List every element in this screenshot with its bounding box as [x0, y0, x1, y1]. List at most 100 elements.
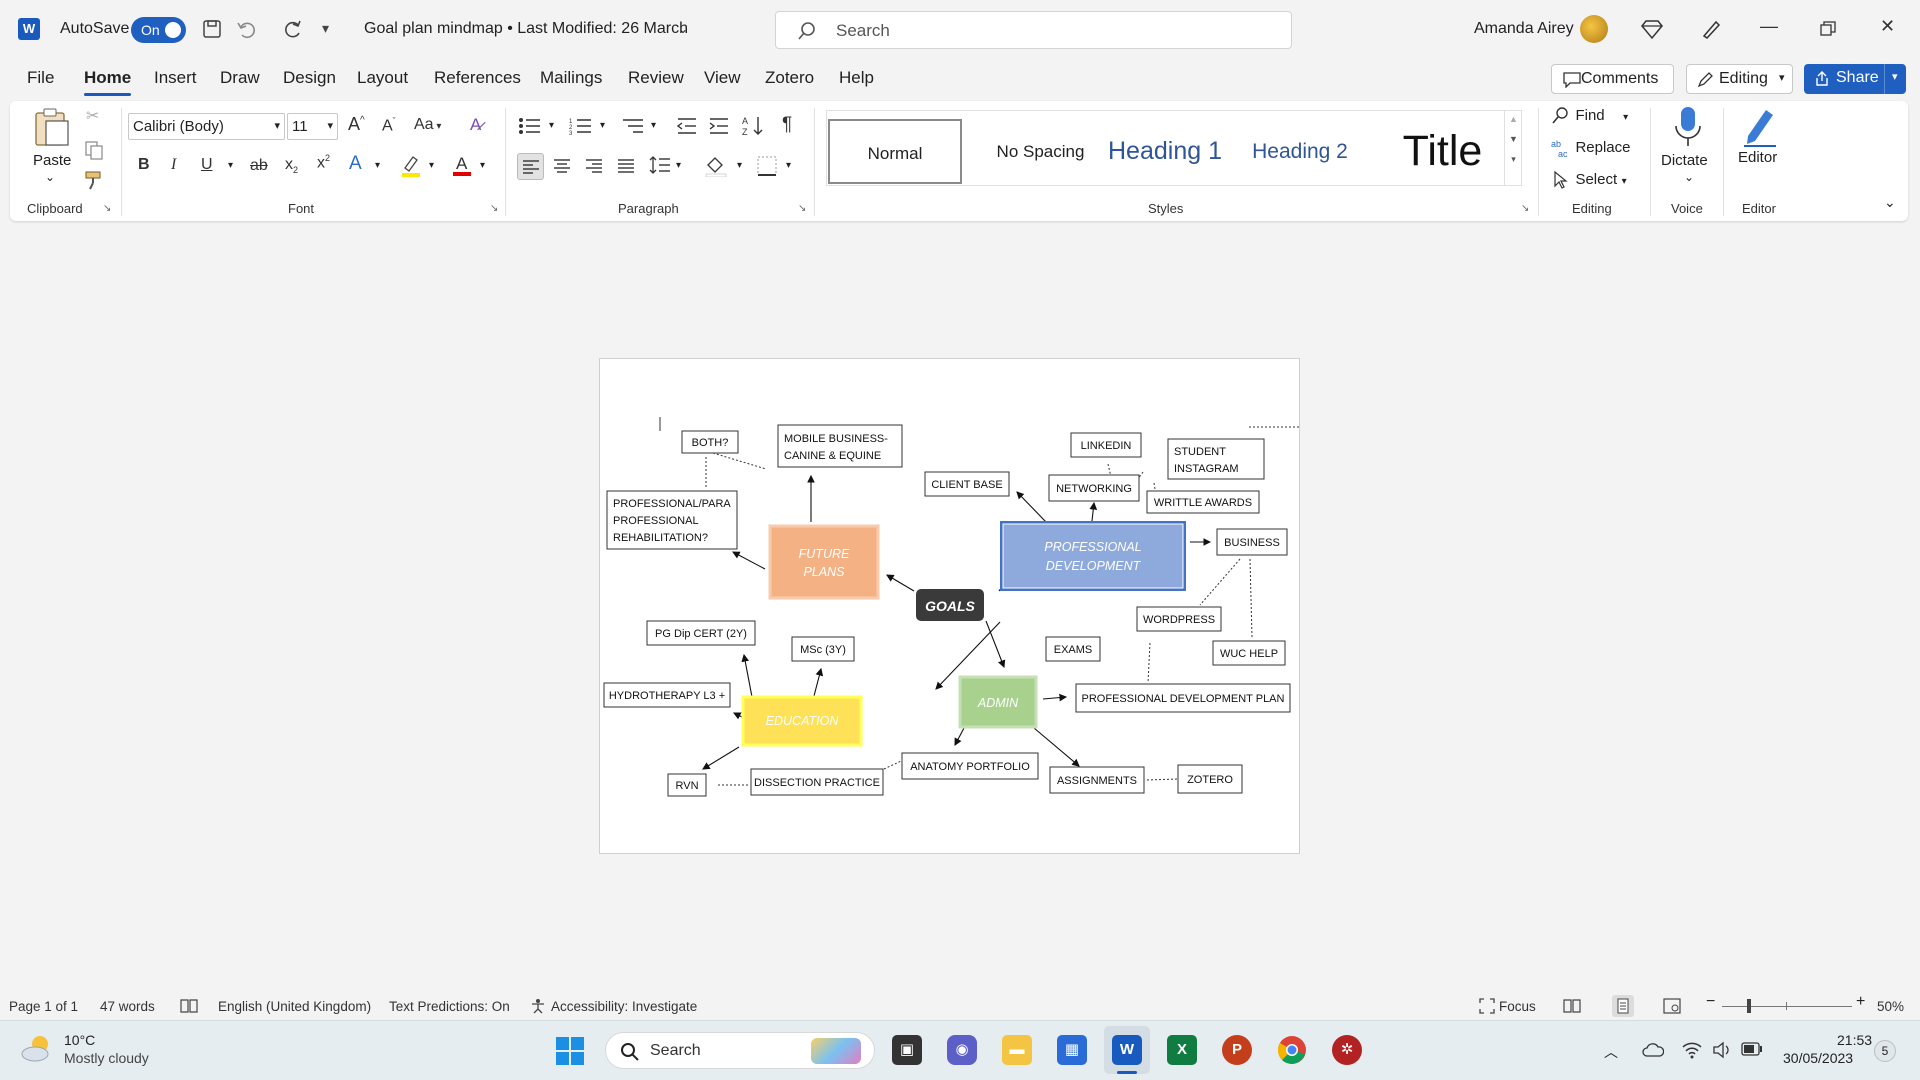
chevron-down-icon[interactable]: ▾ [429, 160, 435, 171]
tab-file[interactable]: File [27, 68, 55, 87]
business-node[interactable] [1216, 528, 1288, 556]
tab-mailings[interactable]: Mailings [540, 68, 603, 87]
future-plans-node[interactable] [768, 524, 880, 600]
multilevel-list-icon[interactable] [621, 116, 645, 141]
grow-font-icon[interactable]: A^ [348, 114, 365, 134]
zoom-level[interactable]: 50% [1877, 999, 1905, 1014]
volume-icon[interactable] [1712, 1041, 1732, 1064]
read-mode-icon[interactable] [1563, 998, 1581, 1019]
editor-button[interactable]: Editor [1738, 149, 1778, 166]
clock-date[interactable]: 30/05/2023 [1783, 1050, 1854, 1066]
microphone-icon[interactable] [1673, 106, 1703, 153]
networking-node[interactable] [1048, 474, 1140, 502]
wordpress-node[interactable] [1136, 606, 1222, 632]
chevron-down-icon[interactable]: ▾ [600, 120, 606, 131]
superscript-icon[interactable]: x2 [317, 153, 331, 172]
font-name-select[interactable]: Calibri (Body)▾ [128, 113, 285, 140]
teams-chat-icon[interactable]: ◉ [947, 1035, 977, 1065]
accessibility-icon[interactable] [530, 998, 546, 1019]
bold-icon[interactable]: B [138, 156, 150, 173]
onedrive-icon[interactable] [1642, 1042, 1665, 1063]
weather-icon[interactable] [20, 1033, 56, 1068]
close-icon[interactable]: ✕ [1880, 16, 1896, 36]
dialog-launcher-icon[interactable]: ↘ [490, 203, 499, 214]
zotero-node[interactable] [1177, 764, 1243, 794]
tab-draw[interactable]: Draw [220, 68, 260, 87]
save-icon[interactable] [202, 19, 222, 44]
italic-icon[interactable]: I [171, 156, 177, 173]
tab-layout[interactable]: Layout [357, 68, 409, 87]
text-effects-icon[interactable]: A [349, 153, 362, 174]
zoom-slider-thumb[interactable] [1747, 999, 1751, 1013]
hydrotherapy-node[interactable] [603, 682, 731, 708]
select-button[interactable]: Select ▾ [1551, 170, 1627, 190]
bullets-icon[interactable] [518, 116, 542, 141]
align-center-icon[interactable] [553, 158, 571, 179]
avatar[interactable] [1580, 15, 1608, 43]
wifi-icon[interactable] [1682, 1041, 1702, 1064]
style-title[interactable]: Title [1402, 127, 1483, 175]
cut-icon[interactable]: ✂ [86, 108, 100, 125]
msc-node[interactable] [791, 636, 855, 662]
weather-temp[interactable]: 10°C [64, 1032, 96, 1048]
powerpoint-icon[interactable]: P [1222, 1035, 1252, 1065]
zotero-app-icon[interactable]: ✲ [1332, 1035, 1362, 1065]
change-case-button[interactable]: Aa ▾ [414, 116, 442, 133]
professional-development-node[interactable] [1002, 523, 1184, 589]
chevron-down-icon[interactable]: ▾ [549, 120, 555, 131]
dialog-launcher-icon[interactable]: ↘ [1521, 203, 1530, 214]
both-node[interactable] [681, 430, 739, 454]
file-explorer-icon[interactable]: ▬ [1002, 1035, 1032, 1065]
focus-button[interactable]: Focus [1499, 999, 1536, 1014]
tab-review[interactable]: Review [628, 68, 684, 87]
redo-icon[interactable] [283, 19, 303, 44]
strikethrough-icon[interactable]: ab [250, 157, 268, 174]
tab-insert[interactable]: Insert [154, 68, 197, 87]
tab-home[interactable]: Home [84, 68, 132, 87]
decrease-indent-icon[interactable] [676, 116, 698, 141]
chevron-down-icon[interactable]: ▾ [375, 160, 381, 171]
font-color-icon[interactable]: A [451, 153, 473, 182]
chrome-icon[interactable] [1277, 1035, 1307, 1070]
clock-time[interactable]: 21:53 [1837, 1032, 1873, 1048]
client-base-node[interactable] [924, 471, 1010, 497]
student-instagram-node[interactable] [1167, 438, 1265, 480]
education-node[interactable] [741, 695, 863, 747]
store-icon[interactable]: ▦ [1057, 1035, 1087, 1065]
wuc-help-node[interactable] [1212, 640, 1286, 666]
editor-pen-icon[interactable] [1742, 106, 1778, 153]
web-layout-icon[interactable] [1663, 998, 1681, 1019]
excel-icon[interactable]: X [1167, 1035, 1197, 1065]
pg-dip-node[interactable] [646, 620, 756, 646]
underline-icon[interactable]: U [201, 156, 213, 173]
style-no-spacing[interactable]: No Spacing [996, 142, 1085, 161]
style-normal[interactable]: Normal [828, 119, 962, 184]
chevron-down-icon[interactable]: ▾ [1892, 71, 1898, 83]
chevron-up-icon[interactable]: ︿ [1604, 1044, 1618, 1060]
writtle-awards-node[interactable] [1146, 490, 1260, 514]
chevron-down-icon[interactable]: ▾ [737, 160, 743, 171]
zoom-in-icon[interactable]: + [1856, 993, 1866, 1010]
battery-icon[interactable] [1741, 1042, 1763, 1061]
autosave-toggle[interactable]: On [131, 17, 186, 43]
chevron-down-icon[interactable]: ⌄ [45, 170, 56, 184]
font-size-select[interactable]: 11▾ [287, 113, 338, 140]
document-title[interactable]: Goal plan mindmap • Last Modified: 26 Ma… [364, 20, 688, 37]
taskbar-search[interactable]: Search [605, 1032, 875, 1069]
text-predictions-status[interactable]: Text Predictions: On [389, 999, 510, 1014]
exams-node[interactable] [1045, 636, 1101, 662]
highlight-icon[interactable] [400, 154, 422, 183]
clear-formatting-icon[interactable]: A̷ [470, 115, 482, 134]
search-input[interactable]: Search [775, 11, 1292, 49]
page-count[interactable]: Page 1 of 1 [9, 999, 79, 1014]
chevron-down-icon[interactable]: ▾ [228, 160, 234, 171]
line-spacing-icon[interactable] [649, 155, 671, 180]
chevron-down-icon[interactable]: ▾ [676, 160, 682, 171]
zoom-out-icon[interactable]: − [1706, 993, 1716, 1010]
editing-mode-button[interactable]: Editing ▾ [1686, 64, 1793, 94]
format-painter-icon[interactable] [84, 170, 104, 195]
language-status[interactable]: English (United Kingdom) [218, 999, 372, 1014]
professional-para-node[interactable] [606, 490, 738, 550]
